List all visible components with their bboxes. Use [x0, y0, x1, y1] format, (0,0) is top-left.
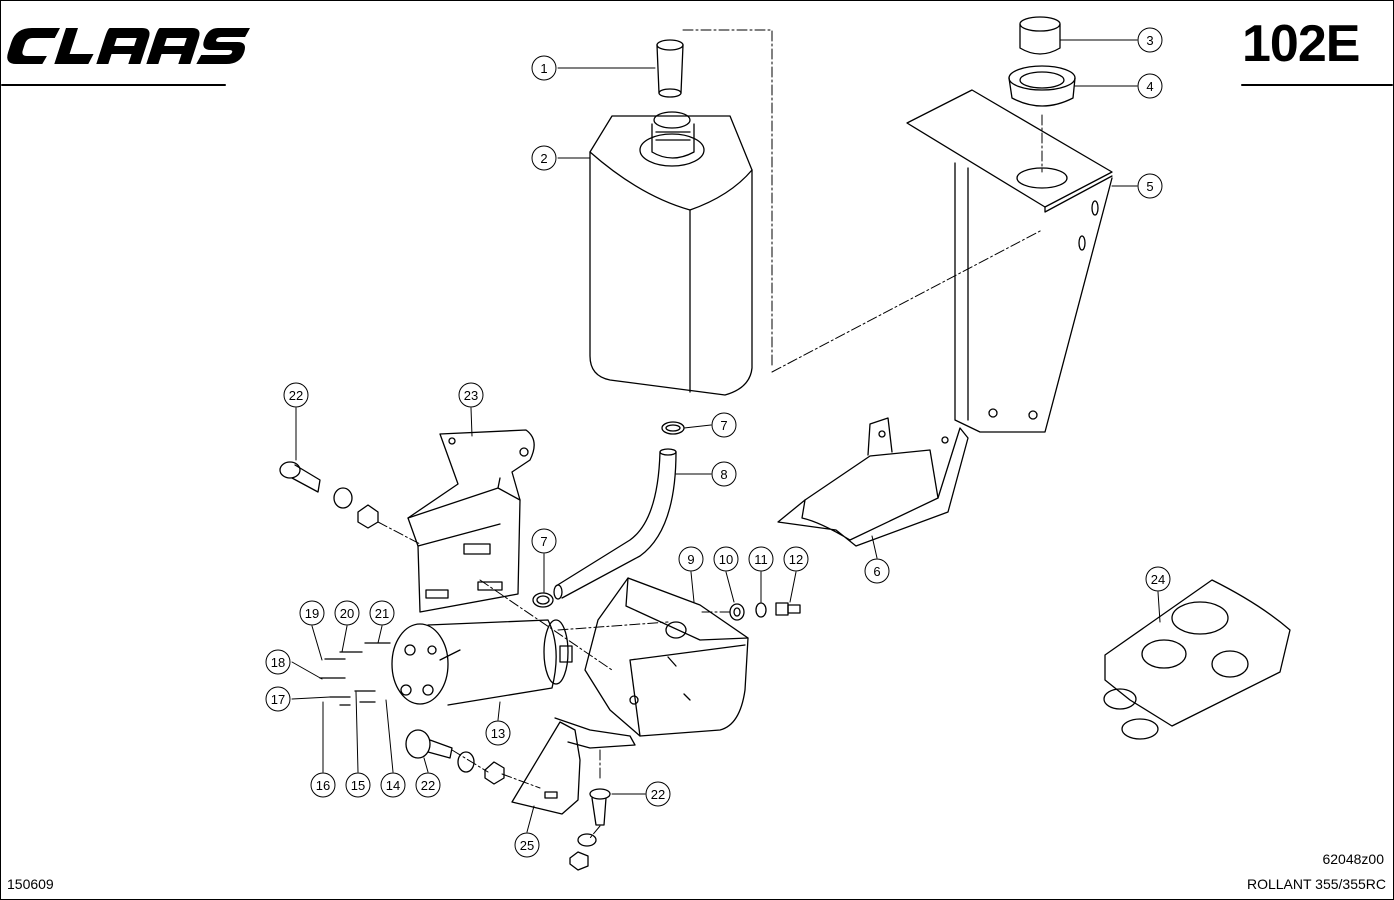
svg-text:24: 24: [1151, 572, 1165, 587]
callout-16: 16: [310, 772, 336, 798]
callout-5: 5: [1137, 173, 1163, 199]
svg-text:2: 2: [540, 151, 547, 166]
part-4-nut: [1008, 65, 1076, 107]
assembly-lines: [377, 29, 1043, 839]
svg-text:22: 22: [421, 778, 435, 793]
page-code: 102E: [1242, 15, 1360, 73]
part-24-filter-bag: [1103, 579, 1291, 740]
svg-text:12: 12: [789, 552, 803, 567]
svg-text:8: 8: [720, 467, 727, 482]
machine-model: ROLLANT 355/355RC: [1246, 876, 1386, 892]
svg-text:17: 17: [271, 692, 285, 707]
callout-20: 20: [334, 600, 360, 626]
part-1-filler-neck: [656, 39, 684, 98]
svg-text:9: 9: [687, 552, 694, 567]
part-22-washer-upper: [333, 487, 353, 509]
callout-12: 12: [783, 546, 809, 572]
svg-text:13: 13: [491, 726, 505, 741]
svg-text:14: 14: [386, 778, 400, 793]
svg-text:7: 7: [540, 534, 547, 549]
callout-24: 24: [1145, 566, 1171, 592]
callout-22-upper: 22: [283, 382, 309, 408]
callout-7-lower: 7: [531, 528, 557, 554]
part-13-pump: [391, 619, 573, 706]
callout-14: 14: [380, 772, 406, 798]
callout-23: 23: [458, 382, 484, 408]
callout-9: 9: [678, 546, 704, 572]
part-22-screw-lower-right: [589, 788, 611, 826]
part-22-washers-lower: [457, 751, 597, 871]
callout-6: 6: [864, 558, 890, 584]
callout-11: 11: [748, 546, 774, 572]
part-23-bracket: [407, 429, 535, 613]
part-6-support-plate: [777, 417, 969, 547]
svg-text:15: 15: [351, 778, 365, 793]
svg-text:20: 20: [340, 606, 354, 621]
part-8-hose: [553, 448, 677, 600]
claas-logo: [7, 28, 250, 64]
svg-text:11: 11: [754, 552, 768, 567]
part-22-screw-upper: [279, 461, 321, 493]
part-25-bracket: [511, 717, 636, 815]
svg-text:22: 22: [289, 388, 303, 403]
svg-text:1: 1: [540, 61, 547, 76]
svg-text:19: 19: [305, 606, 319, 621]
svg-text:16: 16: [316, 778, 330, 793]
callout-8: 8: [711, 461, 737, 487]
callout-1: 1: [531, 55, 557, 81]
callout-13: 13: [485, 720, 511, 746]
svg-text:10: 10: [719, 552, 733, 567]
part-12-screw: [775, 602, 801, 616]
callout-bubbles: 1 2 3 4 5 6 7 8 7 9 10 11 12 24 23 22 19…: [265, 27, 1171, 858]
part-5-tank-bracket: [906, 89, 1113, 433]
part-22-nut-upper: [357, 504, 379, 529]
footer-left-code: 150609: [7, 876, 54, 892]
svg-text:6: 6: [873, 564, 880, 579]
part-10-washer: [729, 603, 745, 621]
callout-19: 19: [299, 600, 325, 626]
svg-text:4: 4: [1146, 79, 1153, 94]
callout-10: 10: [713, 546, 739, 572]
part-11-spring-washer: [755, 602, 767, 618]
part-7-hose-clamp-lower: [532, 592, 554, 608]
svg-text:22: 22: [651, 787, 665, 802]
svg-text:23: 23: [464, 388, 478, 403]
callout-22-lower-left: 22: [415, 772, 441, 798]
callout-7-upper: 7: [711, 412, 737, 438]
callout-15: 15: [345, 772, 371, 798]
svg-text:5: 5: [1146, 179, 1153, 194]
callout-22-lower-right: 22: [645, 781, 671, 807]
svg-text:21: 21: [375, 606, 389, 621]
part-2-water-tank: [589, 111, 753, 396]
svg-text:25: 25: [520, 838, 534, 853]
svg-text:3: 3: [1146, 33, 1153, 48]
part-9-pump-bracket: [584, 577, 749, 737]
callout-3: 3: [1137, 27, 1163, 53]
svg-text:7: 7: [720, 418, 727, 433]
callout-leaders: [291, 39, 1161, 833]
part-3-cap: [1019, 16, 1061, 55]
callout-4: 4: [1137, 73, 1163, 99]
part-22-screw-lower-left: [405, 729, 453, 759]
callout-17: 17: [265, 686, 291, 712]
callout-21: 21: [369, 600, 395, 626]
callout-18: 18: [265, 649, 291, 675]
svg-text:18: 18: [271, 655, 285, 670]
part-7-hose-clamp-upper: [661, 421, 685, 435]
callout-25: 25: [514, 832, 540, 858]
parts-14-21-connector-pins: [319, 642, 391, 706]
callout-2: 2: [531, 145, 557, 171]
drawing-number: 62048z00: [1322, 851, 1384, 867]
